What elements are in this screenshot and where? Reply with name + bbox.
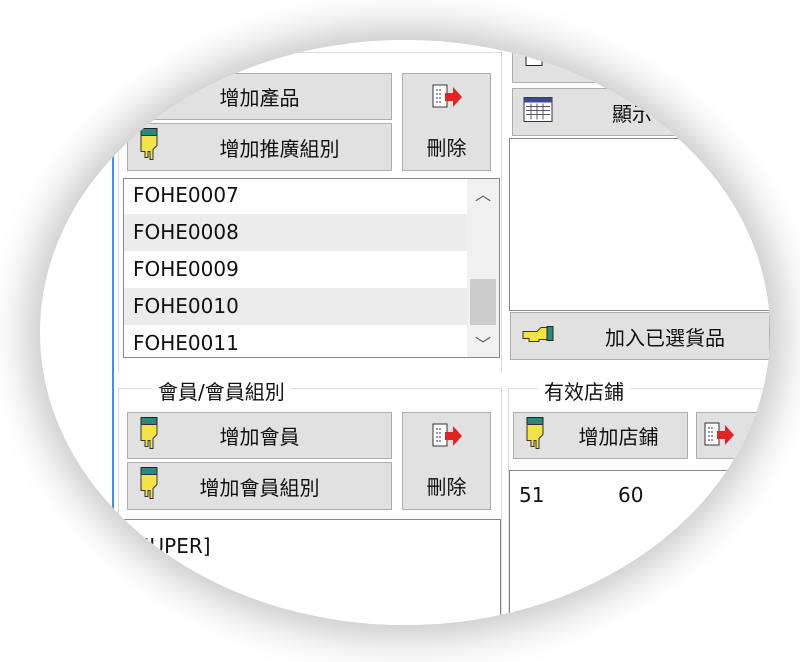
product-listbox[interactable]	[509, 138, 770, 311]
top-right-button[interactable]	[512, 40, 770, 83]
show-label: 顯示	[612, 101, 652, 126]
add-product-button[interactable]: 增加產品	[127, 73, 392, 120]
promotion-listbox[interactable]: FOHE0007 FOHE0008 FOHE0009 FOHE0010 FOHE…	[123, 178, 500, 358]
member-group-frame	[118, 388, 502, 625]
delete-arrow-icon	[703, 421, 735, 456]
add-selected-label: 加入已選貨品	[605, 325, 725, 350]
list-item[interactable]: FOHE0009	[133, 257, 239, 281]
list-item[interactable]: 60	[618, 483, 644, 507]
add-member-group-button[interactable]: 增加會員組別	[127, 462, 392, 510]
scroll-up-icon[interactable]: ︿	[474, 185, 491, 204]
list-item[interactable]: FOHE0011	[133, 331, 239, 355]
show-button[interactable]: 顯示	[512, 88, 770, 136]
add-selected-button[interactable]: 加入已選貨品	[510, 312, 770, 360]
member-listbox[interactable]: [SUPER]	[120, 519, 501, 625]
pointing-hand-left-icon	[521, 324, 555, 349]
promotion-group-frame	[118, 52, 502, 372]
add-promotion-group-button[interactable]: 增加推廣組別	[127, 123, 392, 171]
magnifier-lens: 增加產品 增加推廣組別 刪除 FOHE0007 FOHE0008 FOHE000…	[40, 40, 770, 625]
delete-store-button[interactable]	[696, 412, 770, 459]
list-item[interactable]: [SUPER]	[129, 534, 211, 558]
stores-frame	[508, 388, 770, 625]
delete-promotion-button[interactable]: 刪除	[402, 73, 491, 171]
delete-label: 刪除	[426, 475, 467, 499]
scroll-thumb[interactable]	[470, 279, 496, 325]
delete-arrow-icon	[431, 422, 463, 457]
scroll-down-icon[interactable]: ﹀	[474, 335, 491, 354]
pointing-hand-icon	[138, 467, 160, 506]
pointing-hand-icon	[524, 416, 546, 455]
add-product-label: 增加產品	[219, 86, 300, 110]
pointing-hand-icon	[138, 416, 160, 455]
pointing-hand-icon	[138, 128, 160, 167]
add-member-group-label: 增加會員組別	[199, 475, 320, 500]
add-promotion-group-label: 增加推廣組別	[219, 136, 340, 161]
delete-arrow-icon	[431, 83, 463, 118]
stores-listbox[interactable]: 51 60	[509, 470, 770, 625]
form-window: 增加產品 增加推廣組別 刪除 FOHE0007 FOHE0008 FOHE000…	[40, 40, 770, 625]
list-item[interactable]: FOHE0008	[124, 214, 467, 251]
window-edge	[112, 40, 114, 625]
member-group-title: 會員/會員組別	[152, 376, 291, 405]
list-item[interactable]: FOHE0010	[124, 288, 467, 325]
add-member-button[interactable]: 增加會員	[127, 412, 392, 459]
add-store-button[interactable]: 增加店鋪	[513, 412, 688, 459]
list-item[interactable]: 51	[519, 483, 545, 507]
scrollbar[interactable]: ︿ ﹀	[467, 179, 499, 357]
stores-title: 有效店鋪	[538, 376, 630, 405]
delete-label: 刪除	[426, 136, 467, 160]
document-icon	[523, 49, 547, 74]
add-store-label: 增加店鋪	[578, 425, 659, 449]
add-member-label: 增加會員	[219, 425, 300, 449]
calendar-icon	[523, 97, 553, 128]
list-item[interactable]: FOHE0007	[133, 183, 239, 207]
delete-member-button[interactable]: 刪除	[402, 412, 491, 510]
